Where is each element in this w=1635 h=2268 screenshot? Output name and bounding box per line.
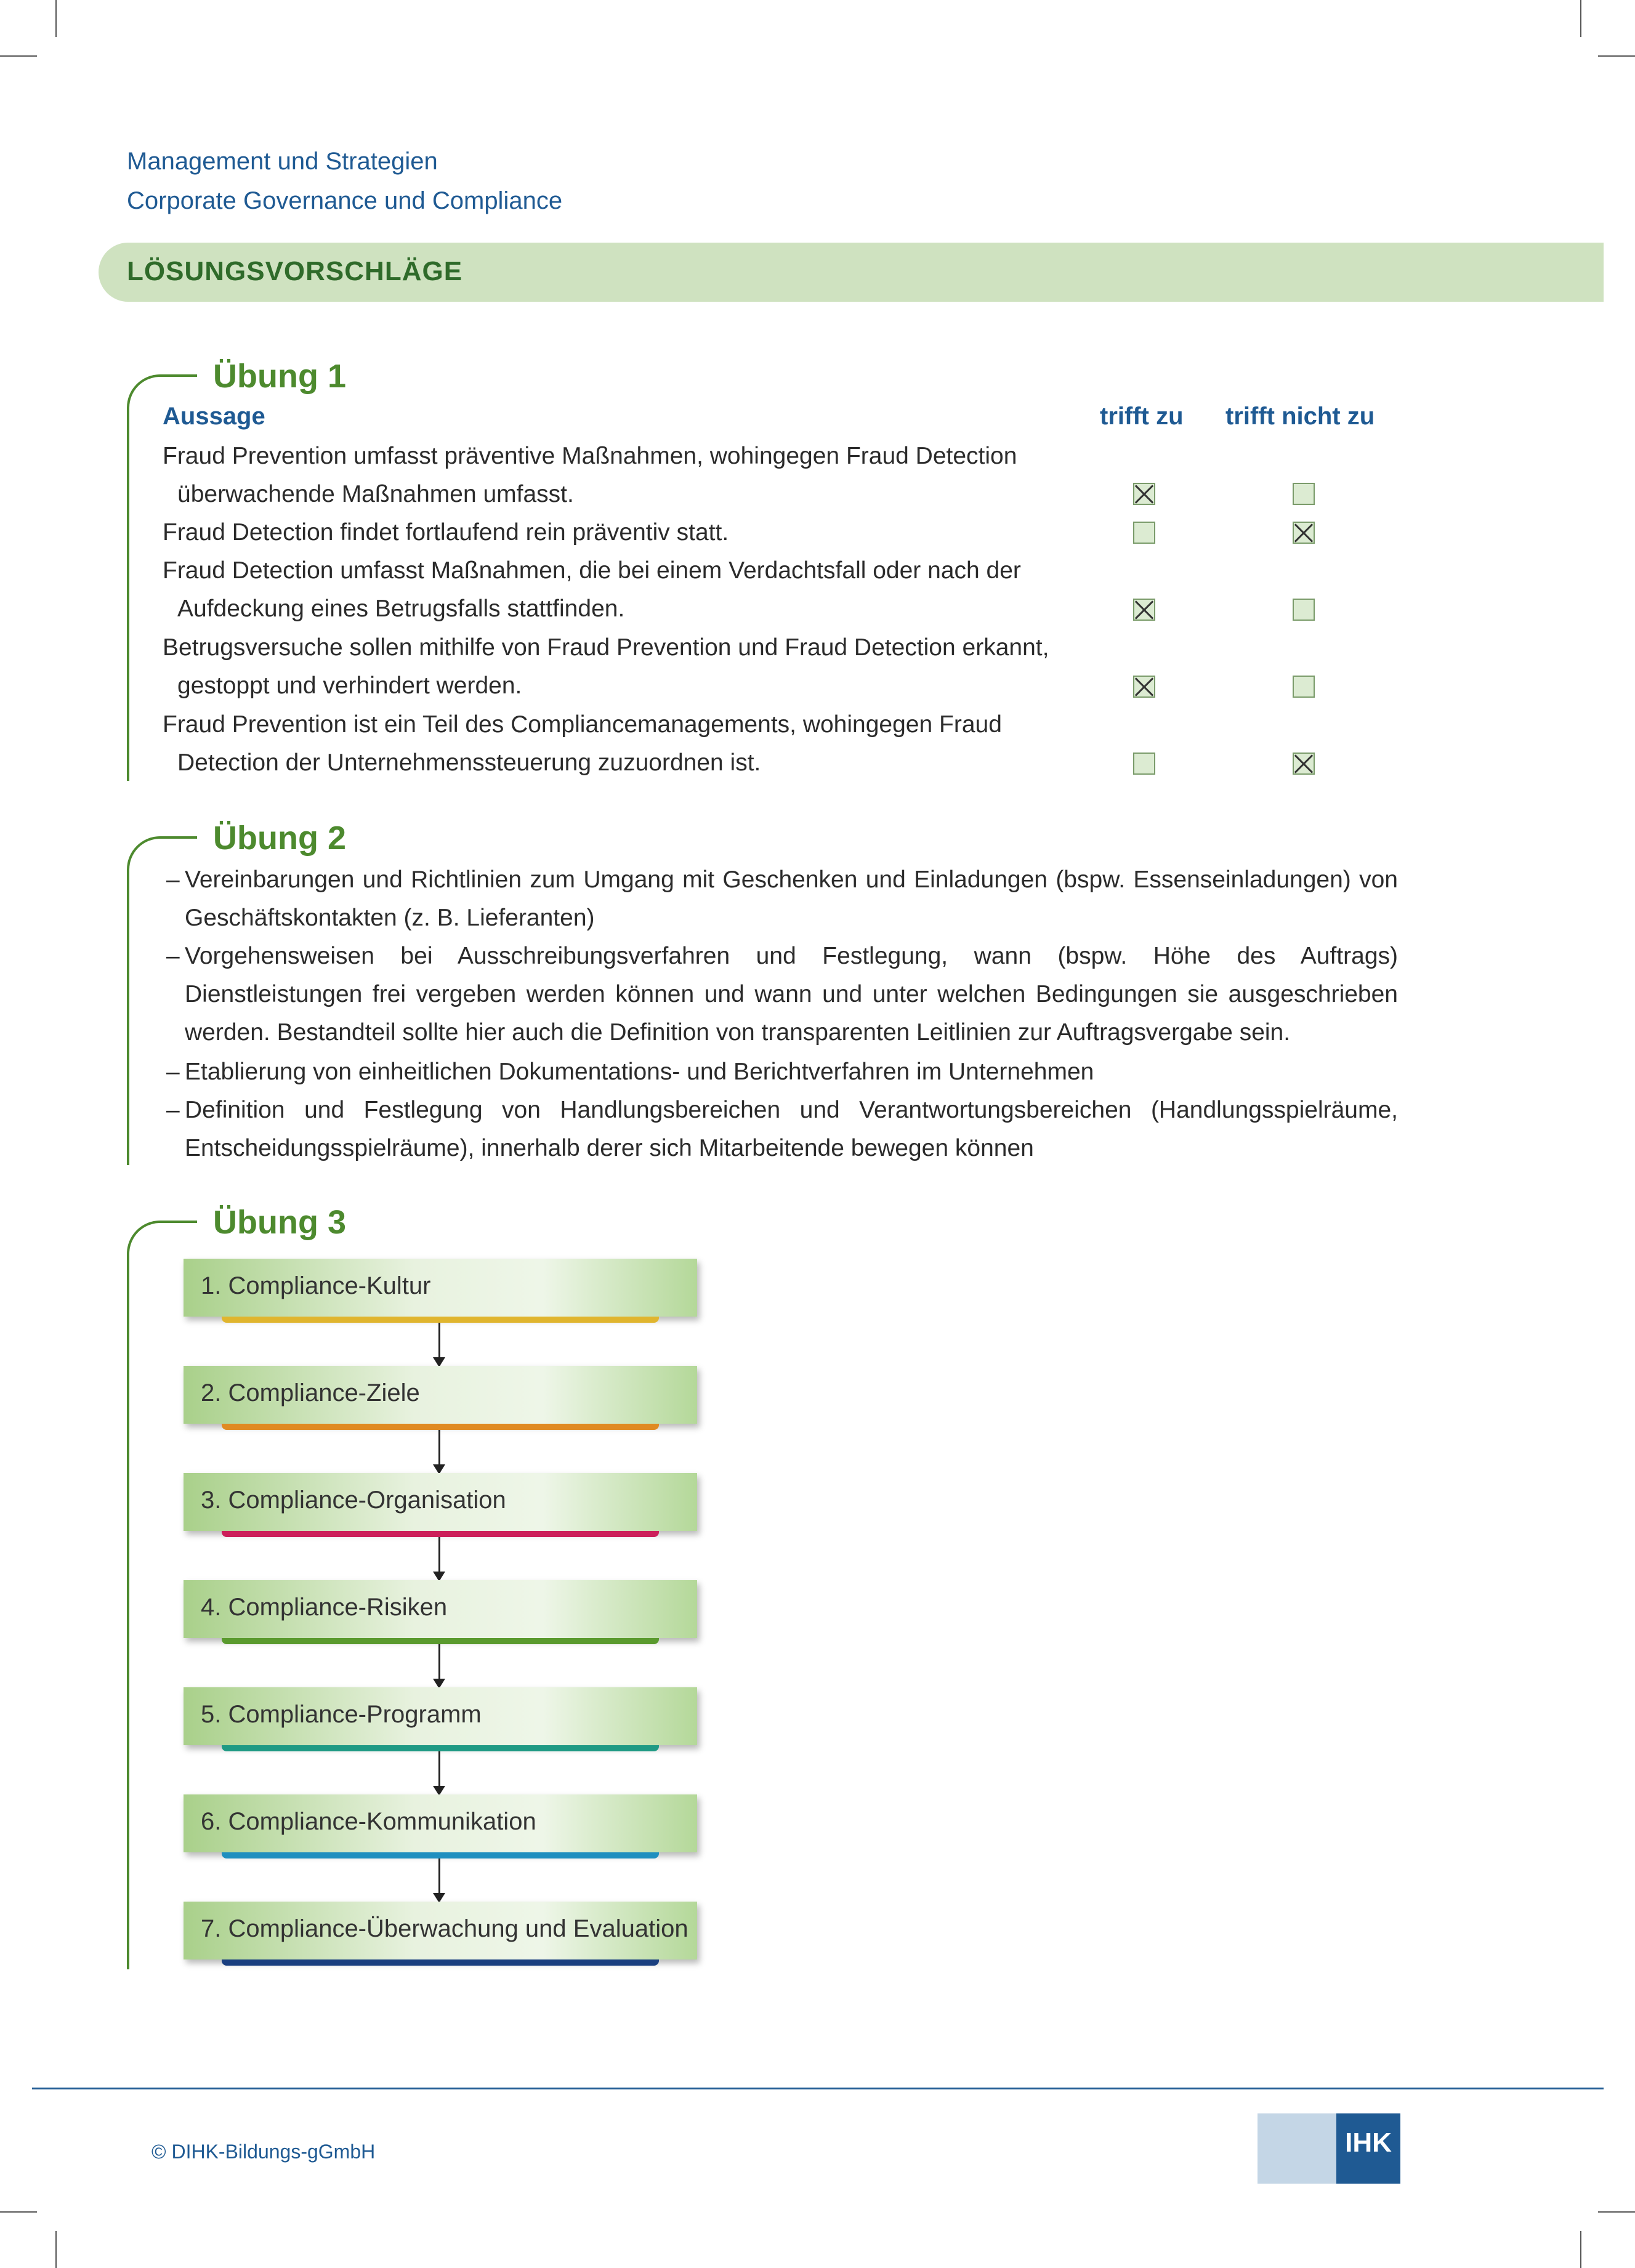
statement-row: Fraud Detection findet fortlaufend rein … xyxy=(163,514,1111,552)
section-bracket xyxy=(127,374,197,781)
step-color-bar xyxy=(222,1317,659,1323)
bullet-item: – Definition und Festlegung von Handlung… xyxy=(166,1091,1398,1168)
bullet-text: Definition und Festlegung von Handlungsb… xyxy=(185,1097,1398,1161)
band-title: LÖSUNGSVORSCHLÄGE xyxy=(127,256,463,286)
header-line-2: Corporate Governance und Compliance xyxy=(127,187,563,214)
statement-line: Fraud Prevention umfasst präventive Maßn… xyxy=(163,443,1017,469)
step-box: 7. Compliance-Überwachung und Evaluation xyxy=(184,1902,697,1966)
statement-line: Betrugsversuche sollen mithilfe von Frau… xyxy=(163,634,1049,661)
uebung1-title: Übung 1 xyxy=(213,358,346,395)
crop-mark xyxy=(55,0,57,37)
statement-line: Fraud Prevention ist ein Teil des Compli… xyxy=(163,711,1002,738)
uebung3-title: Übung 3 xyxy=(213,1204,346,1241)
bullet-dash: – xyxy=(166,1097,180,1123)
step-label: 1. Compliance-Kultur xyxy=(201,1272,431,1299)
checkbox-trifft-nicht-zu[interactable] xyxy=(1293,676,1315,698)
crop-mark xyxy=(0,55,37,57)
flow-arrow-icon xyxy=(433,1751,445,1796)
step-box: 6. Compliance-Kommunikation xyxy=(184,1794,697,1858)
statement-row: Fraud Detection umfasst Maßnahmen, die b… xyxy=(163,552,1111,628)
bullet-text: Etablierung von einheitlichen Dokumentat… xyxy=(185,1059,1094,1085)
ihk-logo-text: IHK xyxy=(1336,2113,1400,2184)
ihk-logo: IHK xyxy=(1258,2113,1400,2184)
flow-arrow-icon xyxy=(433,1537,445,1581)
crop-mark xyxy=(55,2231,57,2268)
bullet-item: – Vereinbarungen und Richtlinien zum Umg… xyxy=(166,861,1398,937)
flow-arrow-icon xyxy=(433,1644,445,1689)
checkbox-trifft-nicht-zu[interactable] xyxy=(1293,599,1315,621)
checkbox-trifft-zu[interactable] xyxy=(1133,483,1155,505)
statement-row: Fraud Prevention ist ein Teil des Compli… xyxy=(163,706,1111,782)
checkbox-trifft-zu[interactable] xyxy=(1133,599,1155,621)
checkbox-trifft-nicht-zu[interactable] xyxy=(1293,522,1315,544)
checkbox-trifft-zu[interactable] xyxy=(1133,676,1155,698)
step-color-bar xyxy=(222,1852,659,1858)
section-band: LÖSUNGSVORSCHLÄGE xyxy=(99,243,1604,302)
step-label: 4. Compliance-Risiken xyxy=(201,1594,448,1621)
crop-mark xyxy=(1580,0,1581,37)
statement-line: Fraud Detection umfasst Maßnahmen, die b… xyxy=(163,557,1021,584)
step-color-bar xyxy=(222,1745,659,1751)
section-bracket xyxy=(127,836,197,1165)
checkbox-trifft-zu[interactable] xyxy=(1133,522,1155,544)
step-color-bar xyxy=(222,1531,659,1537)
crop-mark xyxy=(0,2211,37,2213)
step-box: 5. Compliance-Programm xyxy=(184,1687,697,1751)
copyright-text: © DIHK-Bildungs-gGmbH xyxy=(151,2141,376,2163)
col-aussage: Aussage xyxy=(163,403,265,430)
checkbox-trifft-nicht-zu[interactable] xyxy=(1293,483,1315,505)
statement-row: Betrugsversuche sollen mithilfe von Frau… xyxy=(163,629,1111,705)
flow-arrow-icon xyxy=(433,1430,445,1474)
step-label: 7. Compliance-Überwachung und Evaluation xyxy=(201,1915,688,1942)
step-box: 1. Compliance-Kultur xyxy=(184,1259,697,1323)
step-color-bar xyxy=(222,1424,659,1430)
step-box: 3. Compliance-Organisation xyxy=(184,1473,697,1537)
checkbox-trifft-zu[interactable] xyxy=(1133,753,1155,775)
statement-line: überwachende Maßnahmen umfasst. xyxy=(177,481,574,507)
step-label: 3. Compliance-Organisation xyxy=(201,1487,506,1514)
bullet-item: – Etablierung von einheitlichen Dokument… xyxy=(166,1053,1398,1091)
uebung2-title: Übung 2 xyxy=(213,820,346,857)
crop-mark xyxy=(1598,2211,1635,2213)
bullet-dash: – xyxy=(166,866,180,893)
step-label: 5. Compliance-Programm xyxy=(201,1701,482,1728)
step-color-bar xyxy=(222,1959,659,1966)
statement-row: Fraud Prevention umfasst präventive Maßn… xyxy=(163,437,1111,514)
col-trifft-zu: trifft zu xyxy=(1100,403,1184,430)
footer-divider xyxy=(32,2088,1604,2089)
crop-mark xyxy=(1580,2231,1581,2268)
bullet-dash: – xyxy=(166,943,180,969)
bullet-text: Vorgehensweisen bei Ausschreibungsverfah… xyxy=(185,943,1398,1046)
step-label: 2. Compliance-Ziele xyxy=(201,1379,420,1406)
step-box: 4. Compliance-Risiken xyxy=(184,1580,697,1644)
checkbox-trifft-nicht-zu[interactable] xyxy=(1293,753,1315,775)
step-color-bar xyxy=(222,1638,659,1644)
bullet-dash: – xyxy=(166,1059,180,1085)
col-trifft-nicht-zu: trifft nicht zu xyxy=(1225,403,1375,430)
bullet-item: – Vorgehensweisen bei Ausschreibungsverf… xyxy=(166,937,1398,1052)
header-line-1: Management und Strategien xyxy=(127,148,438,175)
flow-arrow-icon xyxy=(433,1858,445,1903)
statement-line: Detection der Unternehmenssteuerung zuzu… xyxy=(177,749,761,776)
statement-line: Fraud Detection findet fortlaufend rein … xyxy=(163,519,729,546)
crop-mark xyxy=(1598,55,1635,57)
flow-arrow-icon xyxy=(433,1323,445,1367)
bullet-text: Vereinbarungen und Richtlinien zum Umgan… xyxy=(185,866,1398,931)
statement-line: Aufdeckung eines Betrugsfalls stattfinde… xyxy=(177,595,625,622)
statement-line: gestoppt und verhindert werden. xyxy=(177,672,522,699)
section-bracket xyxy=(127,1221,197,1969)
step-box: 2. Compliance-Ziele xyxy=(184,1366,697,1430)
step-label: 6. Compliance-Kommunikation xyxy=(201,1808,536,1835)
